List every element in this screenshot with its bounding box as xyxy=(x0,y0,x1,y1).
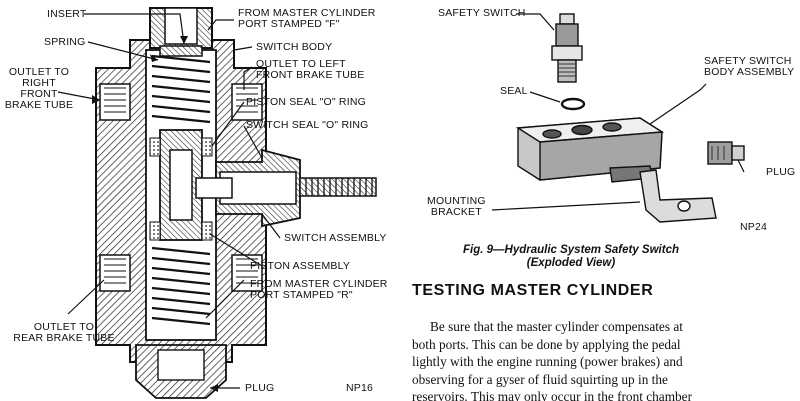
label-mounting-bracket: MOUNTING BRACKET xyxy=(427,195,486,218)
outlet-left-front-port xyxy=(231,83,263,121)
rear-right-port xyxy=(231,254,263,292)
label-outlet-rear: OUTLET TO REAR BRAKE TUBE xyxy=(13,321,115,344)
figure-code-np24: NP24 xyxy=(740,221,768,233)
mounting-bracket-part xyxy=(639,169,717,223)
label-insert: INSERT xyxy=(47,8,87,20)
caption-line-1: Fig. 9—Hydraulic System Safety Switch xyxy=(462,244,679,256)
label-safety-switch: SAFETY SWITCH xyxy=(438,7,526,19)
figure-caption: Fig. 9—Hydraulic System Safety Switch (E… xyxy=(436,244,706,270)
figure-code-np16: NP16 xyxy=(346,382,374,394)
label-safety-switch-body: SAFETY SWITCH BODY ASSEMBLY xyxy=(704,55,795,78)
body-line-3: lightly with the engine running (power b… xyxy=(412,354,683,369)
body-line-4: observing for a gyser of fluid squirting… xyxy=(412,371,668,387)
top-spring xyxy=(151,54,211,124)
body-line-2: both ports. This can be done by applying… xyxy=(412,336,681,352)
body-line-5: reservoirs. This may only occur in the f… xyxy=(412,389,693,401)
safety-switch-body-part xyxy=(515,117,665,183)
label-from-master-f: FROM MASTER CYLINDER PORT STAMPED "F" xyxy=(238,7,376,30)
body-line-1: Be sure that the master cylinder compens… xyxy=(430,319,683,334)
label-plug-right: PLUG xyxy=(766,166,796,178)
section-heading: TESTING MASTER CYLINDER xyxy=(412,282,654,299)
label-seal: SEAL xyxy=(500,85,528,97)
caption-line-2: (Exploded View) xyxy=(526,257,616,269)
label-piston-assembly: PISTON ASSEMBLY xyxy=(250,260,351,272)
switch-plunger xyxy=(195,177,233,199)
label-spring: SPRING xyxy=(44,36,86,48)
exploded-view-drawing xyxy=(491,13,745,223)
safety-switch-part xyxy=(551,13,583,83)
section-body: Be sure that the master cylinder compens… xyxy=(412,318,800,401)
label-outlet-right-front: OUTLET TO RIGHT FRONT BRAKE TUBE xyxy=(4,66,74,111)
label-switch-seal: SWITCH SEAL "O" RING xyxy=(246,119,369,131)
label-from-master-r: FROM MASTER CYLINDER PORT STAMPED "R" xyxy=(250,278,388,301)
bottom-spring xyxy=(151,246,211,326)
outlet-right-front-port xyxy=(99,83,131,121)
label-plug-left: PLUG xyxy=(245,382,275,394)
seal-ring xyxy=(560,97,586,111)
label-outlet-left-front: OUTLET TO LEFT FRONT BRAKE TUBE xyxy=(256,58,365,81)
label-switch-assembly: SWITCH ASSEMBLY xyxy=(284,232,387,244)
label-switch-body: SWITCH BODY xyxy=(256,41,333,53)
leader-lines-left xyxy=(57,13,281,389)
label-piston-seal: PISTON SEAL "O" RING xyxy=(246,96,366,108)
outlet-rear-port xyxy=(99,254,131,292)
switch-terminal-threaded xyxy=(299,177,377,197)
leader-lines-right xyxy=(491,13,745,211)
